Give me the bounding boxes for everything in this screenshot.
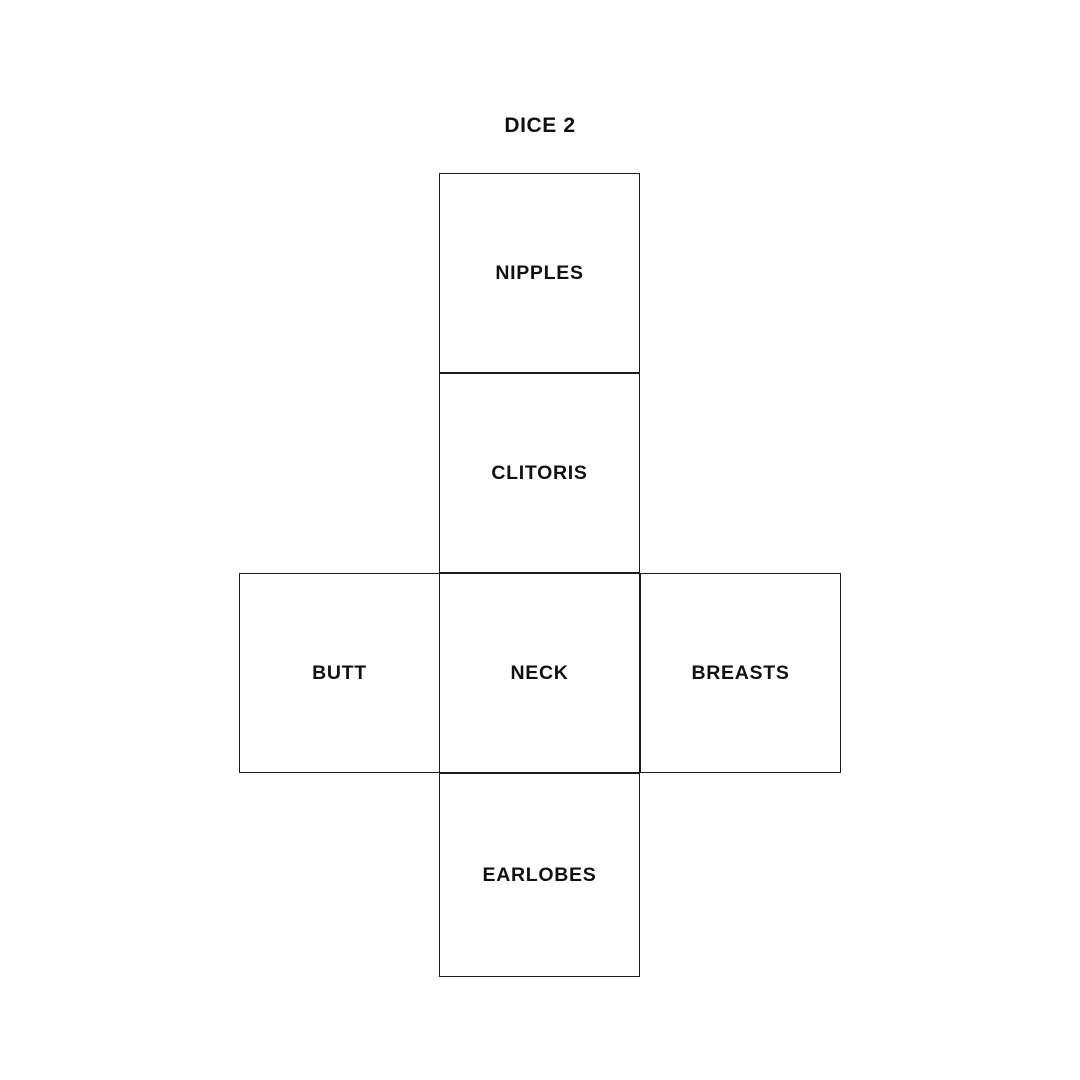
dice-face-breasts[interactable]: BREASTS <box>640 573 841 773</box>
dice-face-label: NIPPLES <box>495 262 584 284</box>
dice-face-butt[interactable]: BUTT <box>239 573 440 773</box>
dice-face-label: NECK <box>510 662 569 684</box>
page-title: DICE 2 <box>504 114 576 137</box>
dice-face-earlobes[interactable]: EARLOBES <box>439 773 640 977</box>
dice-face-label: BUTT <box>312 662 367 684</box>
dice-face-clitoris[interactable]: CLITORIS <box>439 373 640 573</box>
dice-face-label: CLITORIS <box>491 462 588 484</box>
dice-face-neck[interactable]: NECK <box>439 573 640 773</box>
dice-face-label: EARLOBES <box>482 864 597 886</box>
dice-face-label: BREASTS <box>691 662 790 684</box>
dice-face-nipples[interactable]: NIPPLES <box>439 173 640 373</box>
